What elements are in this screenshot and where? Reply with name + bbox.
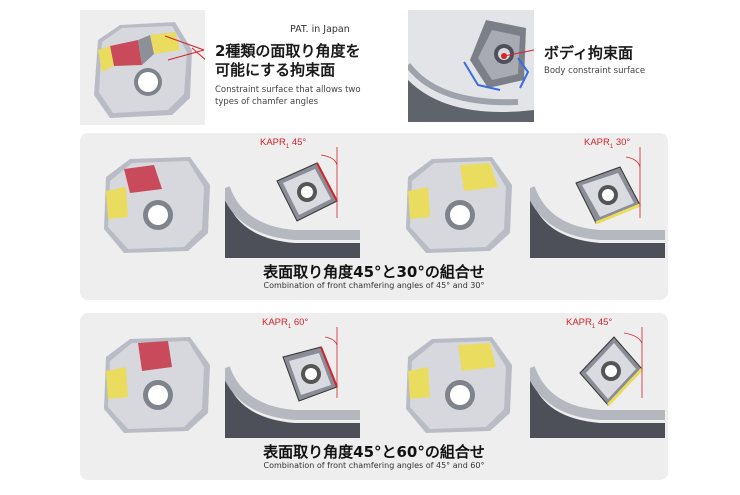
combination-panel-45-30: KAPR1 45° KAPR1 30° 表面取り角度45°と30°の組合せ Co… (80, 133, 668, 300)
combination-panel-45-60: KAPR1 60° KAPR1 45° 表面取り角度45°と60°の組合せ Co… (80, 313, 668, 480)
panel-caption-en: Combination of front chamfering angles o… (263, 281, 485, 290)
constraint-pointer-lines (164, 35, 205, 61)
body-photo (408, 10, 534, 122)
kapr-label-left: KAPR1 45° (260, 137, 307, 150)
holder-diagram-left (225, 327, 360, 438)
holder-diagram-right (530, 327, 665, 438)
panel-caption-jp: 表面取り角度45°と60°の組合せ (263, 443, 485, 461)
insert-photo-left (104, 337, 210, 433)
panel-caption-en: Combination of front chamfering angles o… (263, 461, 485, 470)
body-constraint-desc: Body constraint surface (544, 66, 646, 76)
constraint-title-line1: 2種類の面取り角度を (215, 42, 361, 60)
constraint-desc-line1: Constraint surface that allows two (215, 85, 361, 95)
holder-diagram-right (530, 147, 665, 258)
panel-caption-jp: 表面取り角度45°と30°の組合せ (263, 263, 485, 281)
insert-photo-right (406, 157, 512, 253)
constraint-desc-line2: types of chamfer angles (215, 97, 318, 107)
kapr-label-right: KAPR1 45° (566, 317, 613, 330)
constraint-title-line2: 可能にする拘束面 (215, 61, 336, 79)
kapr-label-left: KAPR1 60° (262, 317, 309, 330)
patent-label: PAT. in Japan (290, 24, 350, 35)
insert-photo-right (406, 337, 512, 433)
kapr-label-right: KAPR1 30° (584, 137, 631, 150)
body-constraint-title: ボディ拘束面 (544, 44, 633, 62)
insert-photo-left (104, 157, 210, 253)
holder-diagram-left (225, 147, 360, 258)
top-insert-photo (80, 10, 205, 125)
